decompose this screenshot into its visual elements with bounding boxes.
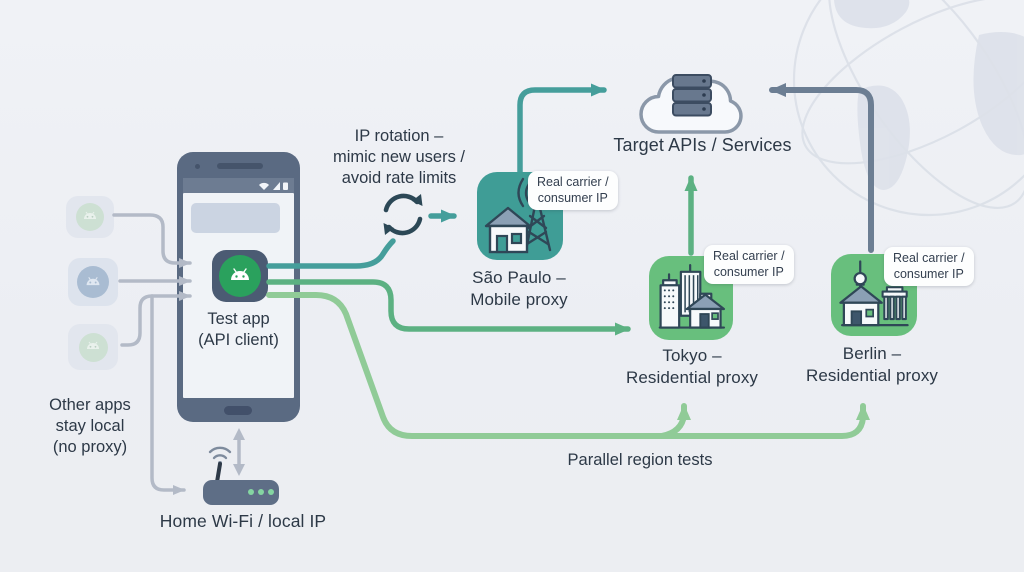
faded-app-icon <box>68 324 118 370</box>
edge-saopaulo-to-cloud <box>517 83 607 183</box>
android-robot-icon <box>87 341 99 349</box>
ip-rotation-caption: IP rotation – mimic new users / avoid ra… <box>332 127 466 188</box>
faded-app-icon <box>66 196 114 238</box>
app-placeholder-block <box>191 203 280 233</box>
phone-top-bezel <box>183 152 294 178</box>
parallel-region-tests-label: Parallel region tests <box>567 451 713 469</box>
tv-tower-house-gate-icon <box>839 260 909 327</box>
city-buildings-icon <box>658 263 726 329</box>
saopaulo-label: São Paulo – Mobile proxy <box>470 268 568 309</box>
router-led <box>268 489 274 495</box>
faded-app-icon <box>68 258 118 306</box>
router-label: Home Wi-Fi / local IP <box>159 511 327 531</box>
test-app-label: Test app (API client) <box>198 310 279 350</box>
wifi-icon <box>259 182 269 190</box>
saopaulo-ip-badge: Real carrier / consumer IP <box>528 171 618 211</box>
router-led <box>258 489 264 495</box>
server-stack-icon <box>672 74 712 117</box>
berlin-label: Berlin – Residential proxy <box>805 344 939 385</box>
test-app-icon[interactable] <box>212 250 268 302</box>
android-robot-icon <box>86 276 100 285</box>
android-robot-icon <box>231 268 249 280</box>
phone: Test app (API client) <box>177 152 300 422</box>
cloud-icon <box>639 74 743 134</box>
ip-rotation-icon <box>383 193 423 236</box>
tokyo-label: Tokyo – Residential proxy <box>625 346 759 387</box>
other-apps-caption: Other apps stay local (no proxy) <box>49 396 131 457</box>
edge-app-to-berlin-parallel <box>266 292 870 439</box>
status-icons <box>259 181 288 190</box>
phone-bottom-bezel <box>183 398 294 422</box>
android-robot-icon <box>84 211 96 219</box>
cloud-label: Target APIs / Services <box>613 135 792 155</box>
speaker-slot <box>217 163 263 169</box>
phone-status-bar <box>183 178 294 193</box>
router-led <box>248 489 254 495</box>
camera-dot-icon <box>195 164 200 169</box>
phone-screen: Test app (API client) <box>183 193 294 398</box>
router <box>203 480 279 505</box>
signal-icon <box>273 181 280 190</box>
battery-icon <box>283 182 288 190</box>
edge-parallel-branch-tokyo <box>659 403 691 439</box>
router-antenna-wifi-icon <box>208 446 232 484</box>
tokyo-ip-badge: Real carrier / consumer IP <box>704 245 794 285</box>
home-button[interactable] <box>224 406 252 415</box>
berlin-ip-badge: Real carrier / consumer IP <box>884 247 974 287</box>
